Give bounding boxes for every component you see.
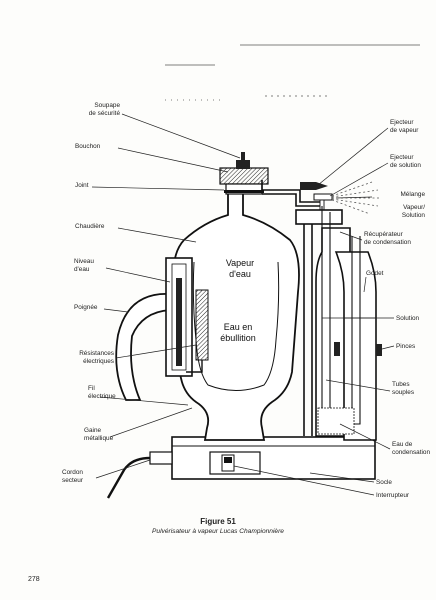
label-gaine-2: métallique (84, 435, 114, 442)
label-niveau-2: d'eau (74, 266, 90, 273)
label-eau-ebullition: Eau en (224, 322, 253, 332)
niveau-eau-gauge (165, 257, 193, 377)
label-recuperateur-2: de condensation (364, 239, 411, 246)
label-melange: Mélange (400, 191, 425, 198)
label-fil: Fil (88, 385, 95, 392)
label-ejecteur-vapeur: Ejecteur (390, 119, 414, 126)
label-eau-ebullition-2: ébullition (220, 333, 256, 343)
label-cordon: Cordon (62, 469, 83, 476)
label-gaine: Gaine (84, 427, 101, 434)
right-labels: Ejecteur de vapeur Ejecteur de solution … (364, 119, 430, 499)
label-socle: Socle (376, 479, 392, 486)
label-resistances: Résistances (79, 350, 114, 357)
label-ejecteur-solution-2: de solution (390, 162, 421, 169)
page-number: 278 (28, 576, 40, 583)
resistances-electriques (186, 289, 209, 373)
label-solution: Solution (396, 315, 420, 322)
left-labels: Soupape de sécurité Bouchon Joint Chaudi… (62, 102, 120, 484)
label-vapeur-solution: Vapeur/ (403, 204, 425, 211)
interrupteur-switch (221, 454, 235, 472)
figure-caption: Pulvérisateur à vapeur Lucas Championniè… (152, 528, 284, 535)
eau-condensation (317, 407, 355, 435)
label-recuperateur: Récupérateur (364, 231, 404, 238)
label-vapeur-solution-2: Solution (402, 212, 426, 219)
label-ejecteur-vapeur-2: de vapeur (390, 127, 419, 134)
chaudiere-boiler (172, 189, 300, 441)
figure-title: Figure 51 (200, 517, 236, 526)
socle-base (171, 436, 376, 480)
interior-labels: Vapeur d'eau Eau en ébullition (220, 258, 256, 343)
leader-lines (91, 113, 395, 496)
scan-marks (165, 44, 420, 101)
ejecteur-vapeur (300, 182, 328, 190)
poignee-handle (115, 293, 171, 401)
label-tubes: Tubes (392, 381, 410, 388)
label-godet: Godet (366, 270, 384, 277)
label-vapeur-eau: Vapeur (226, 258, 254, 268)
label-joint: Joint (75, 182, 89, 189)
label-ejecteur-solution: Ejecteur (390, 154, 414, 161)
label-pinces: Pinces (396, 343, 415, 350)
label-tubes-2: souples (392, 389, 414, 396)
label-interrupteur: Interrupteur (376, 492, 410, 499)
soupape-securite (236, 152, 250, 169)
label-eau-condensation-2: condensation (392, 449, 430, 456)
label-resistances-2: électriques (83, 358, 114, 365)
label-poignee: Poignée (74, 304, 98, 311)
label-fil-2: électrique (88, 393, 116, 400)
melange-spray (331, 181, 380, 215)
label-chaudiere: Chaudière (75, 223, 105, 230)
joint-seal (224, 190, 264, 193)
label-soupape-2: de sécurité (89, 110, 121, 117)
label-vapeur-eau-2: d'eau (229, 269, 251, 279)
label-cordon-2: secteur (62, 477, 84, 484)
cordon-secteur (106, 451, 173, 499)
label-eau-condensation: Eau de (392, 441, 413, 448)
label-soupape: Soupape (94, 102, 120, 109)
pinces-clips (334, 342, 382, 356)
label-niveau: Niveau (74, 258, 94, 265)
label-bouchon: Bouchon (75, 143, 101, 150)
